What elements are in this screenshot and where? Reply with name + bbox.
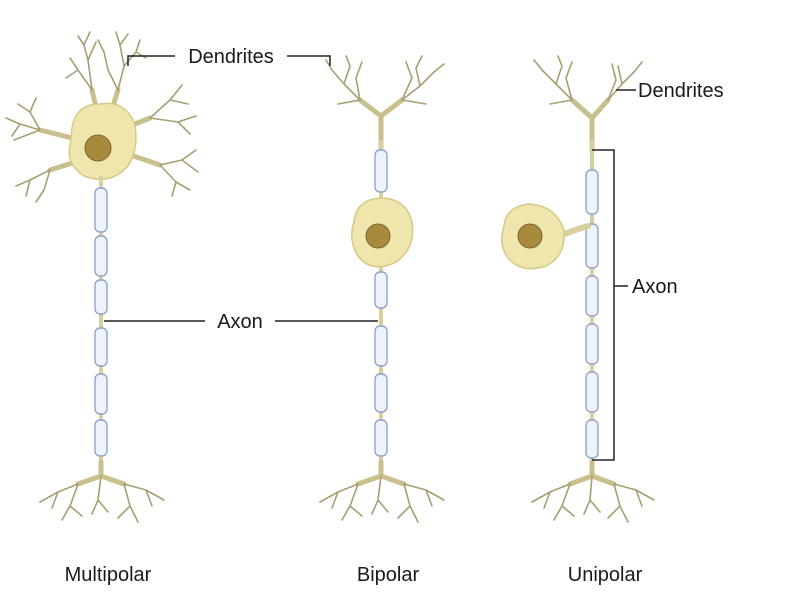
bipolar-neuron xyxy=(319,55,445,523)
dendrites-label-top: Dendrites xyxy=(188,46,274,68)
unipolar-nucleus xyxy=(517,223,543,249)
dendrites-label-right: Dendrites xyxy=(638,80,724,102)
multipolar-caption: Multipolar xyxy=(65,564,152,586)
axon-label-right: Axon xyxy=(632,276,678,298)
axon-callout-middle: Axon xyxy=(104,311,378,333)
multipolar-axon-terminals xyxy=(39,459,165,523)
multipolar-nucleus xyxy=(84,134,112,162)
axon-label-middle: Axon xyxy=(217,311,263,333)
dendrites-callout-top: Dendrites xyxy=(127,46,331,68)
axon-callout-right: Axon xyxy=(592,149,678,461)
bipolar-caption: Bipolar xyxy=(357,564,420,586)
bipolar-dendrites xyxy=(325,55,445,151)
multipolar-neuron xyxy=(5,31,199,523)
bipolar-axon xyxy=(374,266,388,470)
bipolar-nucleus xyxy=(365,223,391,249)
unipolar-axon-terminals xyxy=(531,459,655,523)
unipolar-neuron xyxy=(501,55,655,523)
unipolar-dendrites xyxy=(533,55,643,153)
unipolar-axon xyxy=(585,140,599,470)
axon-bracket-right xyxy=(592,149,628,461)
multipolar-axon xyxy=(94,176,108,470)
bipolar-axon-terminals xyxy=(319,459,445,523)
unipolar-caption: Unipolar xyxy=(568,564,643,586)
dendrites-callout-right: Dendrites xyxy=(616,80,724,102)
dendrites-leader-top xyxy=(127,55,331,66)
